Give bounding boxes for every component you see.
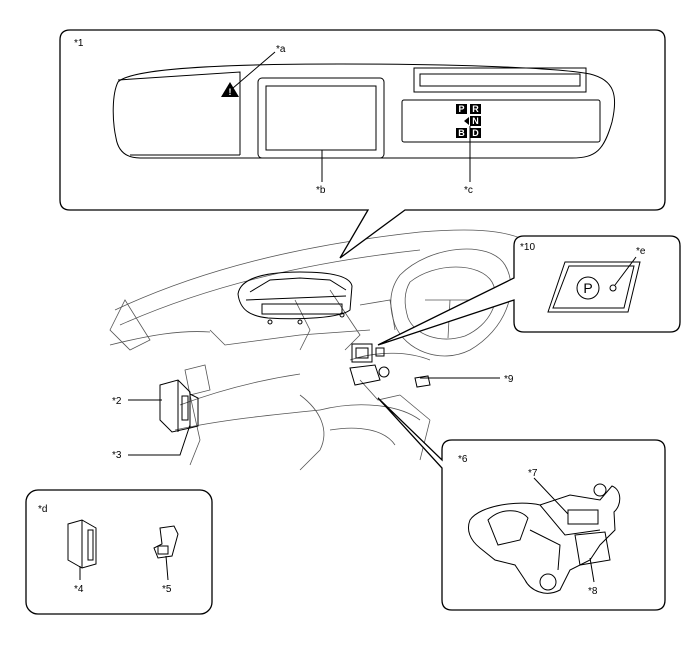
meter-callout-box: ! — [59, 29, 666, 259]
center-stack-components — [349, 343, 431, 388]
label-6: *6 — [458, 454, 468, 465]
main-leader-lines — [128, 377, 500, 456]
ecu-component — [159, 379, 199, 433]
label-c: *c — [464, 185, 473, 196]
shift-n-letter: N — [472, 116, 479, 126]
label-1: *1 — [74, 38, 84, 49]
parts-callout-box — [25, 489, 213, 615]
label-2: *2 — [112, 396, 122, 407]
shift-r-letter: R — [472, 104, 479, 114]
shift-p-letter: P — [458, 104, 464, 114]
actuator-callout-box — [377, 397, 666, 611]
shift-position-indicator: P R N B D — [456, 104, 481, 138]
shift-d-letter: D — [472, 128, 479, 138]
callout-labels: *1 *a *b *c *2 *3 *d *4 *5 *6 *7 *8 *9 *… — [38, 38, 646, 597]
label-3: *3 — [112, 450, 122, 461]
svg-text:!: ! — [229, 87, 232, 97]
p-switch-callout-box: P — [377, 235, 681, 346]
label-9: *9 — [504, 374, 514, 385]
label-7: *7 — [528, 468, 538, 479]
label-10: *10 — [520, 242, 535, 253]
label-e: *e — [636, 246, 646, 257]
label-8: *8 — [588, 586, 598, 597]
label-4: *4 — [74, 584, 84, 595]
label-5: *5 — [162, 584, 172, 595]
label-a: *a — [276, 44, 286, 55]
label-b: *b — [316, 185, 326, 196]
meter-leader-lines — [232, 51, 471, 182]
shift-b-letter: B — [458, 128, 465, 138]
label-d: *d — [38, 504, 47, 515]
p-switch-letter: P — [583, 280, 592, 296]
dashboard-illustration — [109, 229, 521, 471]
warning-triangle-icon — [221, 82, 239, 97]
combination-meter-unit — [237, 271, 353, 325]
